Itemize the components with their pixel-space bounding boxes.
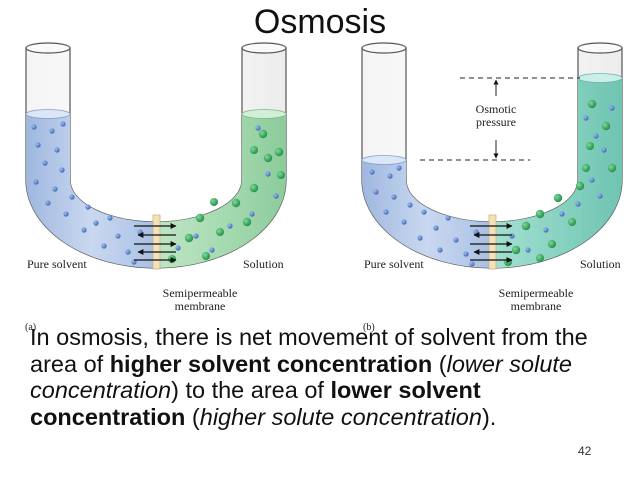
caption-italic2: higher solute concentration (199, 403, 482, 430)
solute-molecules-b (504, 99, 617, 266)
solution-label-b: Solution (580, 257, 621, 271)
osmotic-pressure-label: Osmotic pressure (466, 103, 526, 129)
semipermeable-membrane-b (488, 214, 497, 270)
osmotic-pressure-line2: pressure (476, 115, 516, 129)
membrane-label-a: Semipermeable membrane (145, 287, 255, 313)
caption-text: In osmosis, there is net movement of sol… (30, 324, 635, 430)
caption-bold2: lower solvent concentration (30, 377, 481, 430)
page-number: 42 (578, 444, 592, 458)
membrane-label-b-line2: membrane (510, 299, 562, 313)
osmosis-diagram (25, 42, 623, 270)
flow-arrows-b (470, 223, 513, 263)
semipermeable-membrane-a (152, 214, 161, 270)
membrane-label-b-line1: Semipermeable (498, 286, 574, 300)
caption-italic1: lower solute concentration (30, 350, 572, 404)
solute-molecules-a (168, 129, 285, 263)
membrane-label-a-line2: membrane (174, 299, 226, 313)
tube-rim-left-b (361, 42, 407, 54)
panel-a (25, 42, 287, 270)
panel-b (361, 42, 623, 270)
solvent-surface-b (361, 155, 407, 165)
panel-a-letter: (a) (25, 322, 37, 333)
tube-rim-right-a (241, 42, 287, 54)
solvent-surface-a (25, 109, 71, 119)
caption-part4: ( (185, 403, 200, 430)
solution-surface-b (577, 73, 623, 83)
solution-liquid-a (156, 114, 286, 268)
caption-part1: In osmosis, there is net movement of sol… (30, 324, 588, 377)
slide-title: Osmosis (253, 3, 387, 41)
pure-solvent-liquid-b (362, 160, 492, 268)
membrane-label-b: Semipermeable membrane (481, 287, 591, 313)
panel-b-letter: (b) (363, 322, 375, 333)
pure-solvent-liquid-a (26, 114, 156, 268)
pure-solvent-label-b: Pure solvent (364, 257, 424, 271)
caption-part2: ( (432, 350, 447, 377)
osmotic-pressure-line1: Osmotic (475, 102, 517, 116)
pure-solvent-label-a: Pure solvent (27, 257, 87, 271)
solvent-molecules-b (369, 105, 615, 267)
caption-part3: ) to the area of (171, 377, 331, 403)
caption-part5: ). (481, 403, 497, 430)
tube-rim-left-a (25, 42, 71, 54)
solution-label-a: Solution (243, 257, 284, 271)
membrane-label-a-line1: Semipermeable (162, 286, 238, 300)
tube-rim-right-b (577, 42, 623, 54)
flow-arrows-a (134, 223, 177, 263)
caption-bold1: higher solvent concentration (109, 350, 433, 377)
solution-liquid-b (492, 78, 622, 268)
solution-surface-a (241, 109, 287, 119)
osmotic-pressure-indicator (420, 77, 580, 161)
